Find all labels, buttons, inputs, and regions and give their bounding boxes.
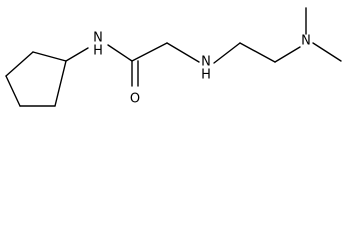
atom-dimethyl-n: N bbox=[301, 34, 311, 49]
amine-n-label: N bbox=[201, 55, 211, 70]
bond-ethylene-chain bbox=[239, 42, 276, 63]
amide-h-label: H bbox=[93, 44, 103, 59]
bond-amide-n-to-carbonyl bbox=[107, 44, 133, 62]
ring-bond-1 bbox=[32, 51, 67, 62]
bond-n-methyl-right bbox=[312, 42, 342, 62]
bond-amine-n-to-ethylene bbox=[213, 42, 241, 64]
bond-carbonyl-to-ch2 bbox=[131, 42, 168, 62]
amide-n-label: N bbox=[93, 31, 103, 46]
atom-carbonyl-o: O bbox=[130, 92, 140, 107]
chemical-structure: N H O N H N bbox=[5, 7, 342, 107]
ring-bond-2 bbox=[5, 51, 34, 77]
ring-bond-5 bbox=[54, 60, 67, 107]
cyclopentane-ring bbox=[5, 51, 67, 107]
bond-ring-to-amide-n bbox=[65, 47, 89, 62]
amine-h-label: H bbox=[201, 68, 211, 83]
carbonyl-double-bond bbox=[131, 60, 139, 87]
atom-amide-n: N H bbox=[93, 31, 103, 59]
bond-ethylene-to-dimethyl-n bbox=[274, 46, 301, 63]
bond-ch2-to-amine-n bbox=[166, 42, 200, 63]
ring-bond-3 bbox=[5, 75, 21, 107]
atom-amine-n: N H bbox=[201, 55, 211, 83]
structure-canvas: N H O N H N bbox=[0, 0, 347, 114]
